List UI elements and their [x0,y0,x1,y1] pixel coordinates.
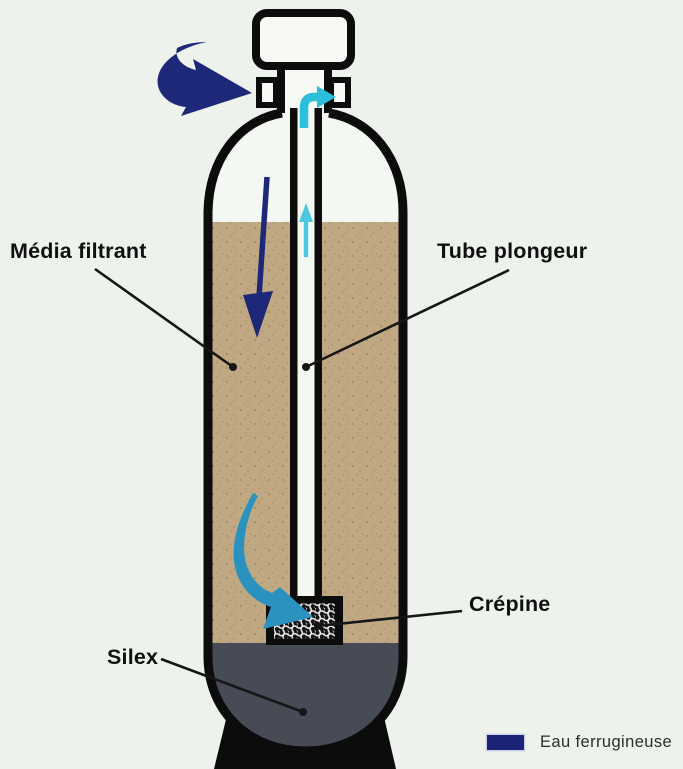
tank-outline [203,108,408,756]
media-leader-line [94,267,234,369]
inflow-curved-arrow-icon [157,42,252,116]
label-tube-plongeur: Tube plongeur [437,239,588,263]
right-port-fitting [328,77,351,108]
legend: Eau ferrugineuse [487,733,672,752]
legend-label: Eau ferrugineuse [540,733,673,751]
left-port-fitting [256,77,279,108]
label-crepine: Crépine [469,592,551,616]
legend-swatch-eau-ferrugineuse [487,735,524,750]
label-media-filtrant: Média filtrant [10,239,147,263]
leader-lines [94,267,510,714]
backwash-curved-arrow-icon [233,493,313,629]
leader-dots [229,363,322,716]
label-silex: Silex [107,645,159,669]
crepine-leader-line [317,609,463,628]
upflow-arrow-icon [299,203,313,257]
silex-leader-line [160,657,304,714]
dip-tube [290,108,322,600]
tube-leader-line [305,268,510,369]
valve-cap [252,9,355,70]
outflow-elbow-arrow-icon [299,86,336,128]
downflow-arrow-icon [243,176,273,338]
